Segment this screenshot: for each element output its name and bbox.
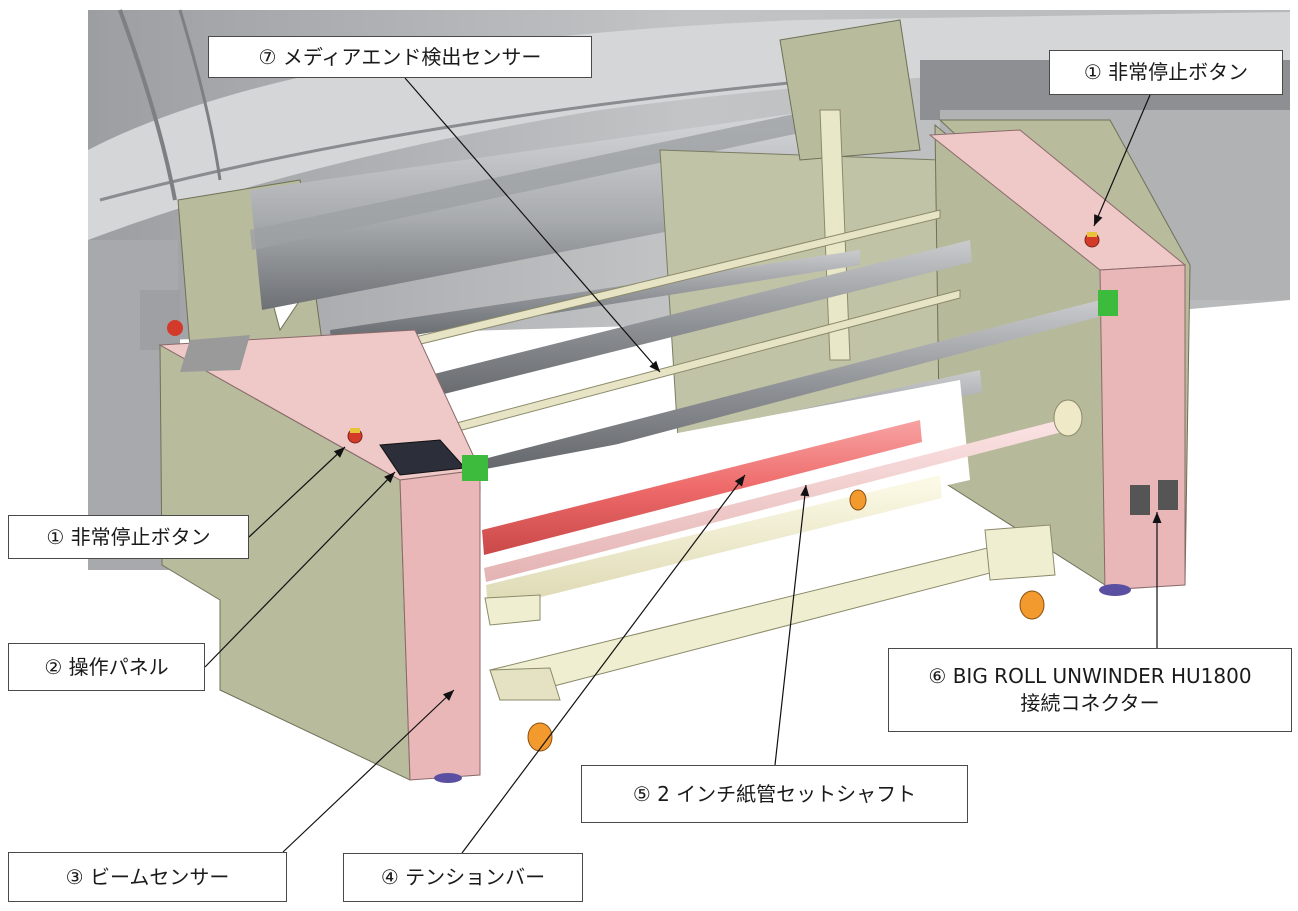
leader-beam-sensor-arrowhead <box>442 690 454 701</box>
callout-media-end-sensor: ⑦ メディアエンド検出センサー <box>208 36 592 78</box>
colored-rollers <box>482 399 1083 610</box>
callout-beam-sensor: ③ ビームセンサー <box>8 852 287 902</box>
leader-control-panel <box>204 471 396 668</box>
leader-tension-bar <box>461 474 746 854</box>
connector-label-line1: ⑥ BIG ROLL UNWINDER HU1800 <box>928 664 1252 688</box>
leader-media-end-sensor <box>404 77 661 373</box>
callout-paper-core-shaft: ⑤ 2 インチ紙管セットシャフト <box>581 765 968 823</box>
callout-estop-left: ① 非常停止ボタン <box>8 515 249 559</box>
callout-estop-right: ① 非常停止ボタン <box>1049 50 1283 95</box>
leader-connector-arrowhead <box>1152 512 1162 523</box>
leader-beam-sensor <box>282 689 455 853</box>
base-frame <box>484 489 1056 752</box>
leader-paper-core-shaft-arrowhead <box>800 485 810 497</box>
callout-tension-bar: ④ テンションバー <box>343 853 583 902</box>
leader-media-end-sensor-arrowhead <box>649 360 660 372</box>
left-cabinet <box>158 290 1118 783</box>
callout-control-panel: ② 操作パネル <box>8 643 205 691</box>
leader-lines <box>204 77 1162 854</box>
connector-label-line2: 接続コネクター <box>1020 691 1160 715</box>
right-cabinet <box>928 119 1191 596</box>
leader-paper-core-shaft <box>774 484 807 766</box>
callout-connector: ⑥ BIG ROLL UNWINDER HU1800 接続コネクター <box>888 648 1292 732</box>
leader-estop-right <box>1093 94 1151 227</box>
leader-estop-left-arrowhead <box>333 447 345 458</box>
leader-tension-bar-arrowhead <box>734 475 745 487</box>
leader-control-panel-arrowhead <box>384 472 395 484</box>
leader-estop-left <box>248 446 346 538</box>
leader-estop-right-arrowhead <box>1094 214 1103 226</box>
